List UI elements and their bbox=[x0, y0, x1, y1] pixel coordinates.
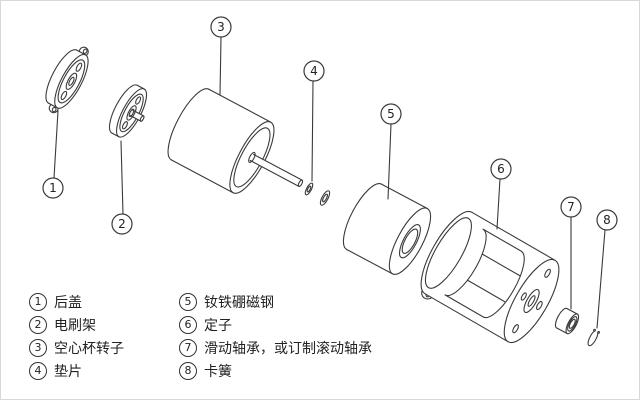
legend-item-brush-holder: 2 电刷架 bbox=[29, 315, 179, 335]
callout-1-circle bbox=[42, 177, 64, 199]
callout-6-circle bbox=[490, 158, 512, 180]
callout-8-number: 8 bbox=[603, 213, 611, 227]
part-washer-large bbox=[319, 190, 331, 206]
callout-1-number: 1 bbox=[49, 181, 57, 195]
callout-3-circle bbox=[210, 16, 232, 38]
callout-8: 8 bbox=[596, 209, 618, 329]
callout-3-number: 3 bbox=[217, 20, 225, 34]
part-rear-cover bbox=[45, 46, 89, 114]
legend: 1 后盖 2 电刷架 3 空心杯转子 4 垫片 5 钕铁硼磁钢 6 定子 7 滑… bbox=[29, 290, 372, 382]
legend-item-rear-cover: 1 后盖 bbox=[29, 292, 179, 312]
legend-label-5: 钕铁硼磁钢 bbox=[204, 294, 274, 311]
callout-4-number: 4 bbox=[310, 64, 318, 78]
callout-5-circle bbox=[380, 103, 402, 125]
legend-number-8: 8 bbox=[179, 361, 197, 380]
part-stator-housing bbox=[420, 210, 560, 344]
legend-number-7: 7 bbox=[179, 338, 197, 357]
legend-item-stator: 6 定子 bbox=[179, 315, 372, 335]
callout-4-leader bbox=[311, 80, 314, 182]
callout-3-leader bbox=[219, 36, 222, 96]
legend-number-6: 6 bbox=[179, 315, 197, 334]
legend-item-coreless-rotor: 3 空心杯转子 bbox=[29, 338, 179, 358]
callout-4: 4 bbox=[303, 60, 325, 182]
legend-item-circlip: 8 卡簧 bbox=[179, 361, 372, 381]
part-ndfeb-magnet bbox=[342, 183, 432, 275]
callout-1-leader bbox=[53, 110, 59, 179]
legend-label-1: 后盖 bbox=[54, 294, 82, 311]
callout-1: 1 bbox=[42, 110, 64, 199]
callout-8-circle bbox=[596, 209, 618, 231]
legend-number-3: 3 bbox=[29, 338, 47, 357]
callout-5: 5 bbox=[380, 103, 402, 200]
legend-label-7: 滑动轴承，或订制滚动轴承 bbox=[204, 340, 372, 357]
part-bearing bbox=[554, 307, 580, 335]
callout-2-circle bbox=[111, 213, 133, 235]
housing-window-cutout bbox=[444, 228, 525, 319]
legend-number-5: 5 bbox=[179, 292, 197, 311]
callout-8-leader bbox=[596, 229, 606, 329]
legend-label-4: 垫片 bbox=[54, 363, 82, 380]
part-coreless-rotor bbox=[167, 88, 304, 194]
callout-5-number: 5 bbox=[387, 107, 395, 121]
callout-6: 6 bbox=[490, 158, 512, 230]
callout-7-number: 7 bbox=[567, 200, 575, 214]
legend-label-3: 空心杯转子 bbox=[54, 340, 124, 357]
legend-number-2: 2 bbox=[29, 315, 47, 334]
callout-2-leader bbox=[120, 140, 124, 215]
part-circlip bbox=[587, 328, 601, 347]
callout-4-circle bbox=[303, 60, 325, 82]
rotor-shaft bbox=[250, 154, 303, 187]
callout-7-circle bbox=[560, 196, 582, 218]
callout-7: 7 bbox=[560, 196, 582, 310]
callout-6-leader bbox=[496, 178, 501, 230]
legend-label-2: 电刷架 bbox=[54, 317, 96, 334]
legend-number-1: 1 bbox=[29, 292, 47, 311]
callout-6-number: 6 bbox=[497, 162, 505, 176]
callout-2-number: 2 bbox=[118, 217, 126, 231]
part-brush-holder bbox=[108, 84, 148, 138]
callout-5-leader bbox=[387, 123, 392, 200]
legend-label-8: 卡簧 bbox=[204, 363, 232, 380]
part-washer-small bbox=[304, 182, 314, 196]
legend-number-4: 4 bbox=[29, 361, 47, 380]
callout-3: 3 bbox=[210, 16, 232, 96]
legend-item-bearing: 7 滑动轴承，或订制滚动轴承 bbox=[179, 338, 372, 358]
callout-2: 2 bbox=[111, 140, 133, 235]
legend-item-washer: 4 垫片 bbox=[29, 361, 179, 381]
legend-label-6: 定子 bbox=[204, 317, 232, 334]
legend-item-ndfeb-magnet: 5 钕铁硼磁钢 bbox=[179, 292, 372, 312]
